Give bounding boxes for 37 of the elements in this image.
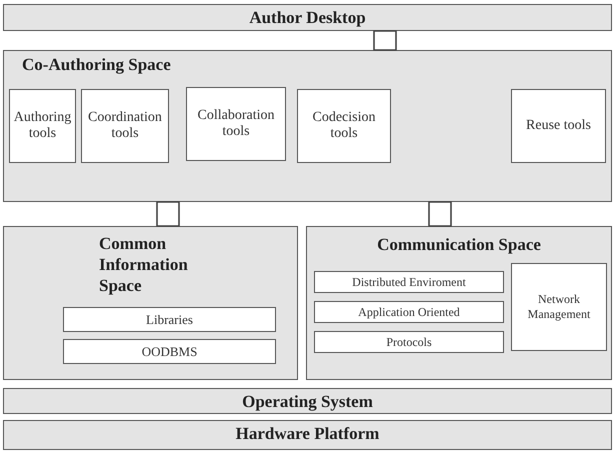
component-box	[314, 301, 504, 323]
component-box	[314, 331, 504, 353]
connector-pipe	[373, 30, 397, 51]
component-label: OODBMS	[142, 344, 198, 360]
component-box	[63, 339, 276, 364]
layer-title: Hardware Platform	[234, 424, 380, 444]
component-box	[186, 87, 286, 161]
component-label: Protocols	[386, 334, 432, 350]
component-label: Libraries	[146, 312, 193, 328]
layer-title: Communication Space	[376, 235, 542, 255]
connector-pipe	[156, 201, 180, 227]
component-label: Codecision tools	[312, 110, 376, 142]
layer-band	[3, 4, 612, 31]
layer-band	[3, 226, 298, 380]
connector-pipe	[428, 201, 452, 227]
component-box	[511, 263, 607, 351]
component-label: Authoring tools	[12, 110, 72, 142]
layer-title: Common Information Space	[99, 233, 189, 296]
layer-title: Author Desktop	[248, 8, 367, 28]
component-box	[9, 89, 76, 163]
layer-title: Co-Authoring Space	[22, 55, 171, 75]
component-box	[81, 89, 169, 163]
component-label: Collaboration tools	[196, 108, 276, 140]
layer-band	[3, 50, 612, 202]
component-box	[314, 271, 504, 293]
layer-band	[3, 420, 612, 450]
layer-band	[306, 226, 612, 380]
component-label: Application Oriented	[358, 304, 460, 320]
component-label: Coordination tools	[87, 110, 163, 142]
component-box	[511, 89, 606, 163]
component-box	[297, 89, 391, 163]
component-label: Reuse tools	[526, 118, 591, 134]
layer-title: Operating System	[241, 392, 374, 412]
layer-band	[3, 388, 612, 414]
component-box	[63, 307, 276, 332]
component-label: Distributed Enviroment	[352, 274, 466, 290]
component-label: Network Management	[526, 292, 592, 322]
